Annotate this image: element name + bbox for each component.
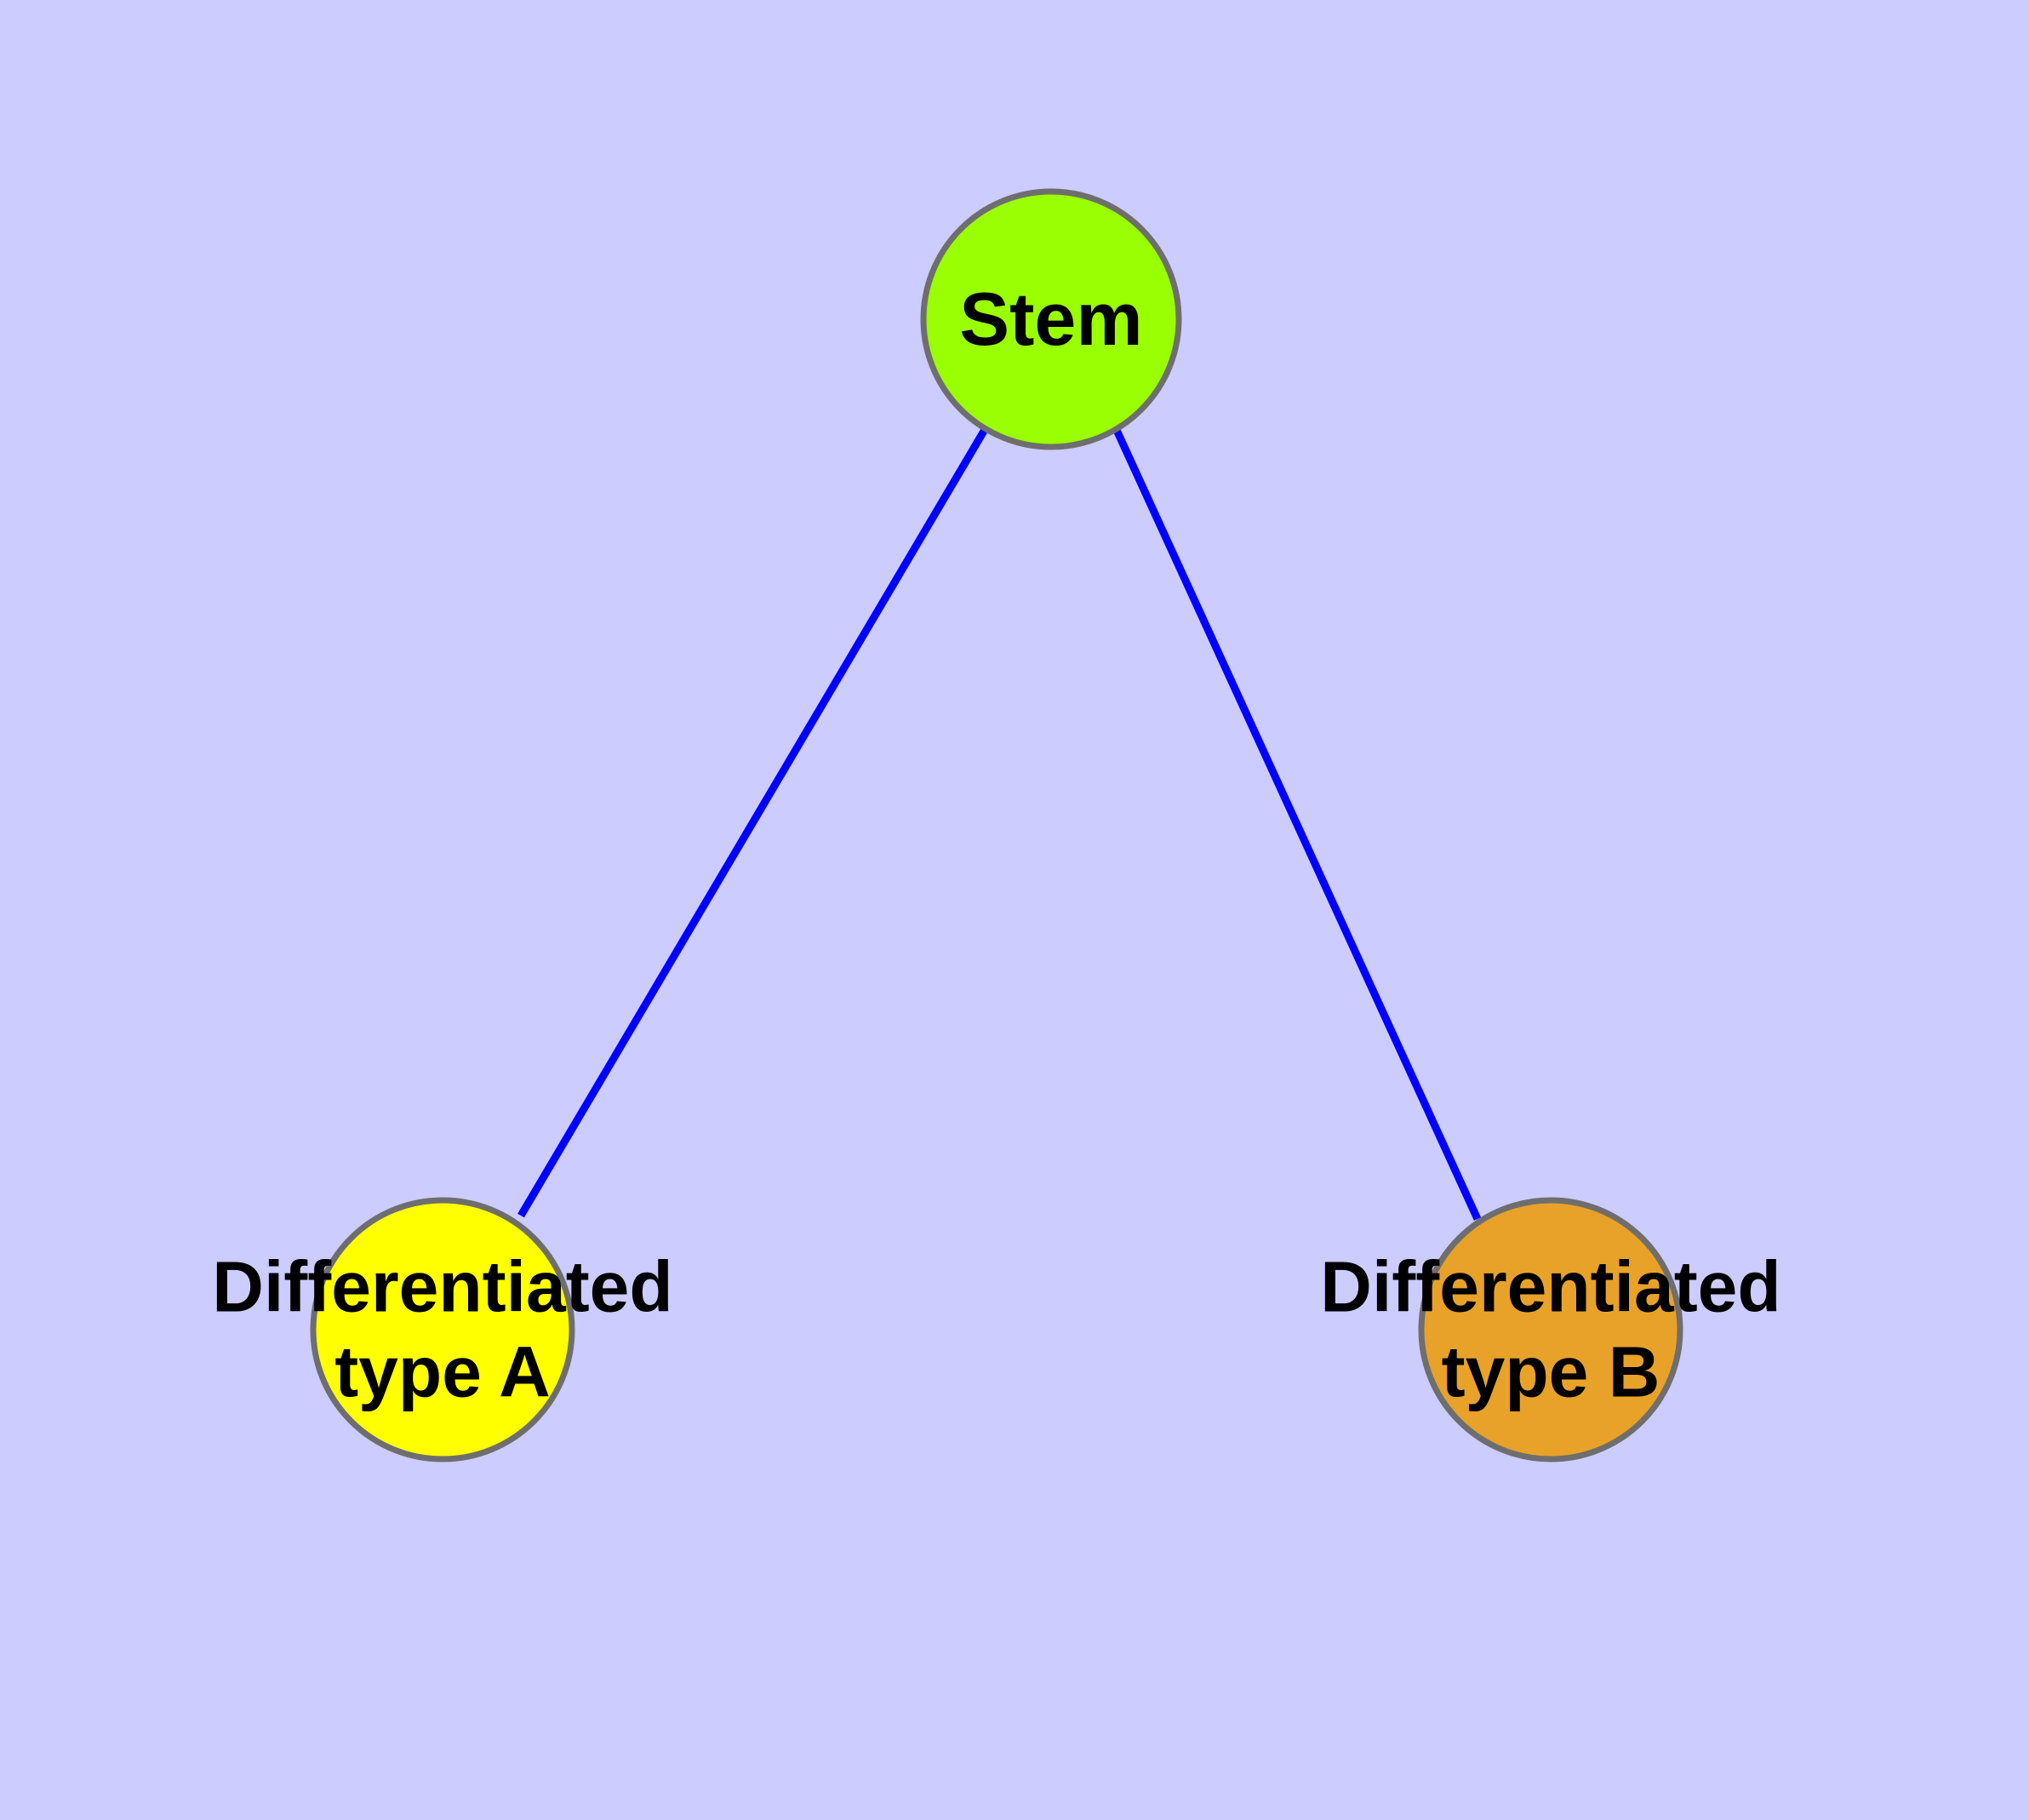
node-differentiated-type-a-circle[interactable] xyxy=(310,1197,575,1462)
node-stem[interactable]: Stem xyxy=(920,188,1182,450)
node-differentiated-type-b-circle[interactable] xyxy=(1418,1197,1683,1462)
edge-stem-to-differentiated-a[interactable] xyxy=(517,426,989,1218)
edge-stem-to-differentiated-b[interactable] xyxy=(1112,426,1482,1221)
node-label-line: Stem xyxy=(959,277,1142,361)
node-label-line: Differentiated xyxy=(1320,1247,1780,1327)
node-label-line: Differentiated xyxy=(212,1247,672,1327)
node-stem-label: Stem xyxy=(959,277,1142,361)
node-label-line: type B xyxy=(1442,1332,1660,1412)
node-label-line: type A xyxy=(334,1332,551,1412)
edge-layer xyxy=(517,426,1482,1221)
node-stem-circle[interactable] xyxy=(920,188,1182,450)
